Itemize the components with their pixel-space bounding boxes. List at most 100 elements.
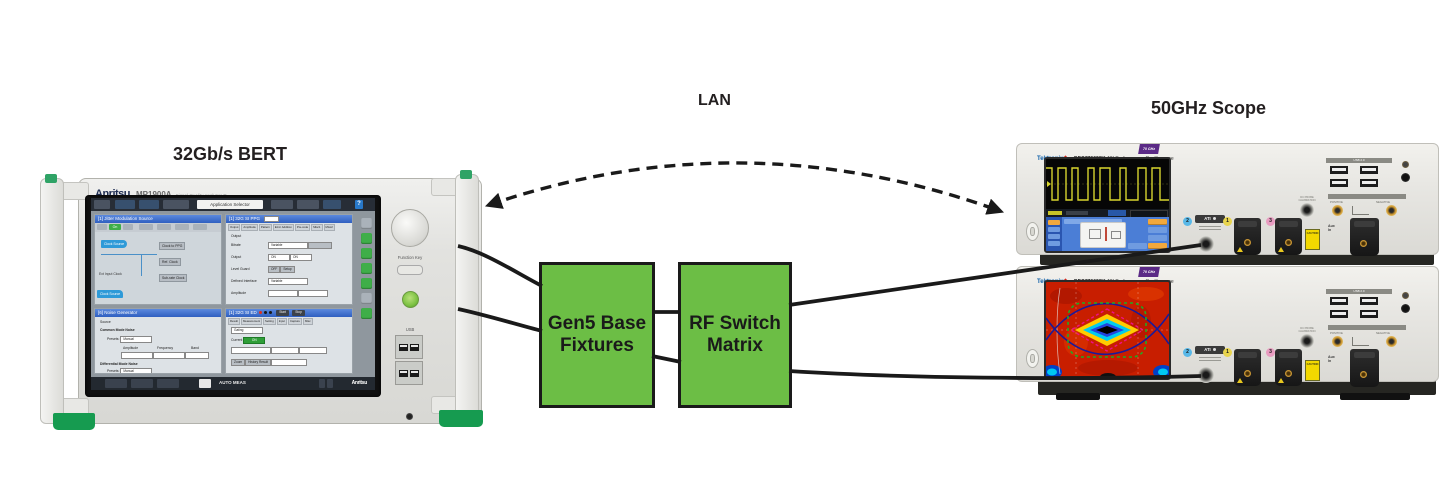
bert-screen-bezel: Application Selector ? [1] Jitter Modula…	[85, 195, 381, 397]
channel-1-marker: 1	[1223, 217, 1232, 226]
bert-title-label: 32Gb/s BERT	[173, 144, 288, 164]
toolbar-button	[115, 200, 135, 209]
toolbar-button	[323, 200, 341, 209]
positive-connector	[1332, 205, 1343, 216]
panel-jitter-source: [1] Jitter Modulation Source On Clock So…	[94, 214, 222, 305]
aux-output-jack	[1401, 304, 1410, 313]
usb-ports-group: USB 2.0	[1326, 289, 1392, 319]
clock-to-ppg-box: Clock to PPG	[159, 242, 186, 250]
ref-clock-box: Ref. Clock	[159, 258, 181, 266]
caution-sticker: CAUTION	[1305, 229, 1320, 250]
ati-input-label: ATI	[1195, 215, 1225, 223]
dc-cal-connector	[1300, 203, 1314, 217]
ati-connector	[1198, 236, 1214, 252]
bert-foot-left	[53, 413, 95, 430]
negative-connector	[1386, 336, 1397, 347]
usb-ports-top	[395, 335, 423, 359]
scope-bottom-base	[1038, 380, 1436, 395]
bert-side-panel: Function Key USB	[381, 195, 439, 420]
start-button: Start	[276, 310, 290, 316]
bert-right-handle	[455, 174, 479, 422]
scope-foot	[1056, 393, 1100, 400]
scope-power-button	[1026, 222, 1039, 241]
toolbar-button	[271, 200, 293, 209]
ati-input-label: ATI	[1195, 346, 1225, 354]
bert-screen: Application Selector ? [1] Jitter Modula…	[91, 198, 375, 390]
ed-tabs: Result Measurement Setting Input Capture…	[228, 318, 313, 325]
probe-module-aux	[1350, 349, 1379, 387]
waveform-trace	[1046, 159, 1169, 209]
clock-source-node: Clock Source	[101, 240, 128, 248]
aux-output-jack	[1401, 173, 1410, 182]
ppg-tabs: Output Amplitude Pattern Error Addition …	[228, 224, 335, 231]
data-selector: Data1	[264, 215, 279, 223]
dc-cal-connector	[1300, 334, 1314, 348]
scope-screen-waveform	[1044, 157, 1171, 253]
stop-button: Stop	[292, 310, 305, 316]
toolbar-button	[163, 200, 189, 209]
bert-screen-toolbar: Application Selector ?	[91, 198, 375, 211]
channel-2-marker: 2	[1183, 348, 1192, 357]
lan-label: LAN	[698, 92, 731, 109]
probe-module-1	[1234, 349, 1261, 386]
ground-jack	[1402, 292, 1409, 299]
cable-fixtures-switch-2	[651, 354, 682, 364]
screen-side-buttons	[359, 214, 373, 323]
bert-left-handle	[40, 178, 64, 424]
negative-connector	[1386, 205, 1397, 216]
caution-sticker: CAUTION	[1305, 360, 1320, 381]
gen5-base-fixtures-box: Gen5 Base Fixtures	[539, 262, 655, 408]
rotary-knob	[391, 209, 429, 247]
ati-sub-text	[1195, 224, 1225, 234]
bert-foot-right	[439, 410, 483, 427]
audio-jack	[406, 413, 413, 420]
panel-si-ed: [1] 32G SI ED Start Stop Result Measurem…	[225, 308, 353, 374]
function-key-label: Function Key	[397, 255, 423, 260]
toolbar-button	[297, 200, 319, 209]
bert-model: MP1900A	[136, 190, 172, 199]
probe-module-aux	[1350, 218, 1379, 256]
toolbar-button	[139, 200, 159, 209]
power-button	[402, 291, 419, 308]
taskbar-anritsu-logo: Anritsu	[351, 380, 368, 386]
ati-sub-text	[1195, 355, 1225, 365]
usb-label: USB	[405, 327, 415, 332]
help-button: ?	[355, 200, 363, 209]
positive-connector	[1332, 336, 1343, 347]
rf-switch-matrix-box: RF Switch Matrix	[678, 262, 792, 408]
oscilloscope-bottom: Tektronix DPO77002SX ATI Performance Osc…	[1016, 266, 1439, 387]
bert-instrument: AnritsuMP1900ASignal Quality Analyzer-R …	[35, 168, 483, 438]
bert-handle-cap	[45, 174, 57, 183]
probe-module-2	[1275, 218, 1302, 255]
clock-source-node-2: Clock Source	[97, 290, 124, 298]
subrate-clock-box: Sub-rate Clock	[159, 274, 188, 282]
bert-taskbar: AUTO MEAS Anritsu	[91, 377, 375, 390]
toolbar-button	[94, 200, 110, 209]
lan-link	[484, 161, 1004, 215]
oscilloscope-top: Tektronix DPO77002SX ATI Performance Osc…	[1016, 143, 1439, 256]
scope-foot	[1340, 393, 1410, 400]
channel-3-marker: 3	[1266, 217, 1275, 226]
usb-ports-group: USB 2.0	[1326, 158, 1392, 188]
usb-ports-bottom	[395, 361, 423, 385]
channel-1-marker: 1	[1223, 348, 1232, 357]
panel-si-ppg: [1] 32G SI PPG Data1 Output Amplitude Pa…	[225, 214, 353, 305]
probe-module-1	[1234, 218, 1261, 255]
channel-2-marker: 2	[1183, 217, 1192, 226]
ground-jack	[1402, 161, 1409, 168]
channel-3-marker: 3	[1266, 348, 1275, 357]
application-selector-button: Application Selector	[197, 200, 263, 209]
function-key-button	[397, 265, 423, 275]
ati-connector	[1198, 367, 1214, 383]
bert-handle-cap	[460, 170, 472, 179]
panel-noise-generator: [6] Noise Generator Source Common Mode N…	[94, 308, 222, 374]
scope-title-label: 50GHz Scope	[1151, 98, 1267, 118]
